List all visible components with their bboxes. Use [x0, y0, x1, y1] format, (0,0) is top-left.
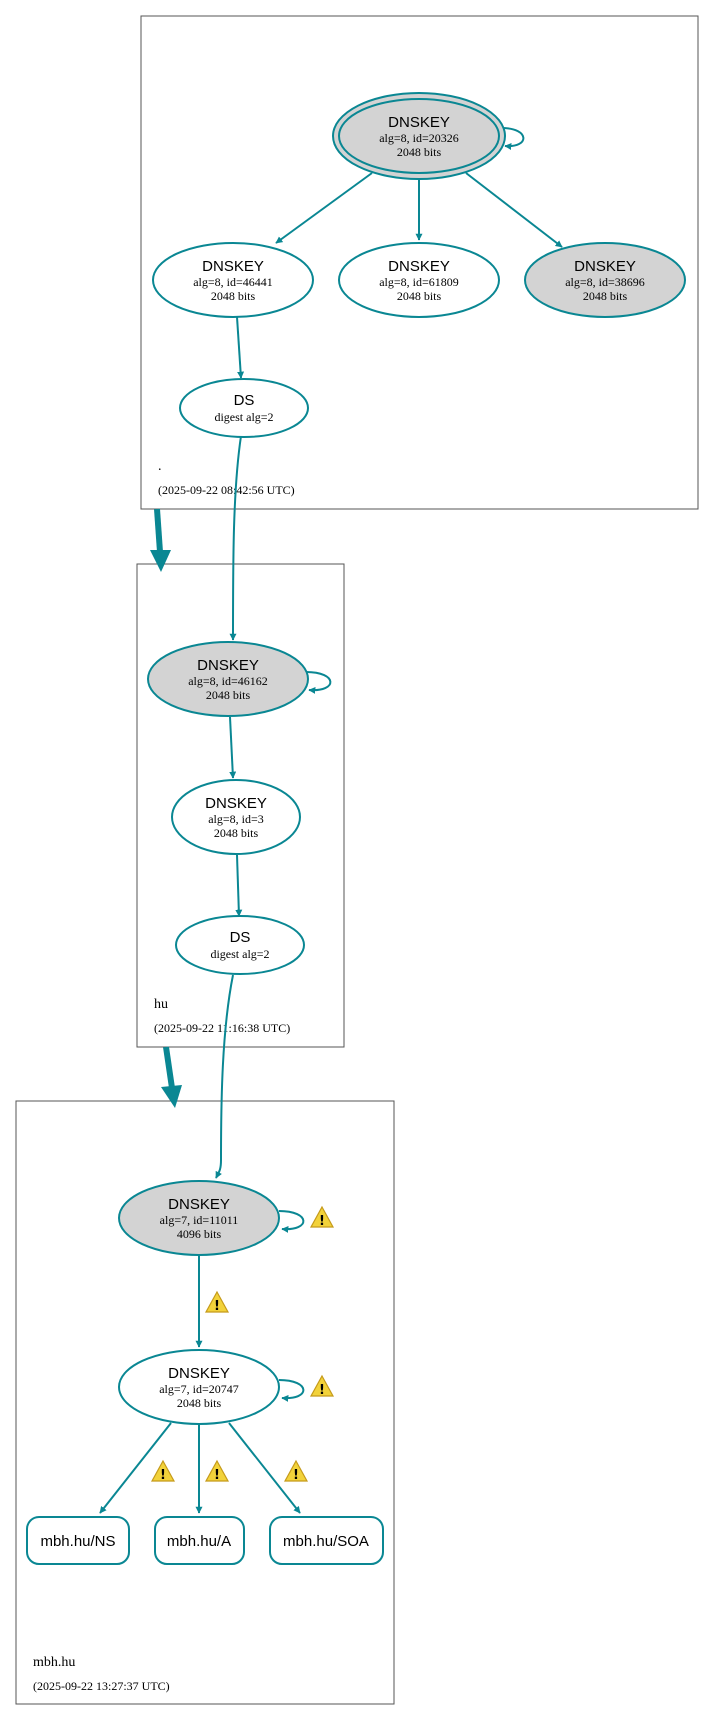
node-bits: 2048 bits [397, 289, 442, 303]
delegation-arrow-root-hu [150, 508, 171, 572]
zone-mbh-timestamp: (2025-09-22 13:27:37 UTC) [33, 1679, 170, 1693]
node-hu-ksk-46162[interactable]: DNSKEY alg=8, id=46162 2048 bits [147, 641, 309, 717]
node-detail: digest alg=2 [214, 410, 273, 424]
node-detail: alg=7, id=11011 [160, 1213, 239, 1227]
node-detail: alg=7, id=20747 [159, 1382, 239, 1396]
node-title: DNSKEY [388, 114, 450, 131]
rrset-mbh-hu-soa[interactable]: mbh.hu/SOA [269, 1516, 384, 1565]
node-title: DNSKEY [202, 258, 264, 275]
warning-icon[interactable] [205, 1460, 229, 1484]
node-bits: 2048 bits [206, 688, 251, 702]
node-mbh-dnskey-20747[interactable]: DNSKEY alg=7, id=20747 2048 bits [118, 1349, 280, 1425]
rrset-label: mbh.hu/A [167, 1533, 231, 1550]
node-detail: alg=8, id=38696 [565, 275, 645, 289]
node-detail: alg=8, id=61809 [379, 275, 459, 289]
zone-mbh-box [15, 1100, 395, 1705]
node-title: DNSKEY [205, 795, 267, 812]
zone-hu: hu (2025-09-22 11:16:38 UTC) [136, 563, 345, 1048]
node-hu-ds[interactable]: DS digest alg=2 [175, 915, 305, 975]
node-mbh-ksk-11011[interactable]: DNSKEY alg=7, id=11011 4096 bits [118, 1180, 280, 1256]
node-detail: alg=8, id=3 [208, 812, 264, 826]
zone-root-box [140, 15, 699, 510]
edge-hu-zsk-ds [235, 854, 243, 917]
zone-mbh: mbh.hu (2025-09-22 13:27:37 UTC) [15, 1100, 395, 1705]
node-bits: 4096 bits [177, 1227, 222, 1241]
zone-mbh-name: mbh.hu [33, 1655, 75, 1670]
edge-hu-ds-mbh-ksk [215, 974, 234, 1179]
edges [99, 127, 563, 1514]
edge-root-ksk-self [501, 127, 525, 150]
node-root-dnskey-46441[interactable]: DNSKEY alg=8, id=46441 2048 bits [152, 242, 314, 318]
node-title: DNSKEY [574, 258, 636, 275]
warning-icon[interactable] [284, 1460, 308, 1484]
edge-hu-ksk-zsk [229, 716, 237, 779]
edge-mbh-zsk-self [278, 1379, 305, 1402]
edge-root-ksk-zsk1 [275, 172, 373, 244]
rrset-mbh-hu-a[interactable]: mbh.hu/A [154, 1516, 245, 1565]
node-title: DS [230, 929, 251, 946]
delegation-arrow-hu-mbh [161, 1046, 182, 1108]
node-bits: 2048 bits [583, 289, 628, 303]
node-bits: 2048 bits [211, 289, 256, 303]
node-bits: 2048 bits [214, 826, 259, 840]
warning-icon[interactable] [310, 1206, 334, 1230]
warning-icon[interactable] [310, 1375, 334, 1399]
edge-mbh-zsk-soa [228, 1422, 301, 1514]
node-detail: alg=8, id=46162 [188, 674, 268, 688]
node-detail: digest alg=2 [210, 947, 269, 961]
edge-hu-ksk-self [305, 671, 332, 694]
node-hu-dnskey-3[interactable]: DNSKEY alg=8, id=3 2048 bits [171, 779, 301, 855]
node-title: DS [234, 392, 255, 409]
node-detail: alg=8, id=20326 [379, 131, 459, 145]
node-title: DNSKEY [197, 657, 259, 674]
zone-root-name: . [158, 459, 162, 474]
node-root-ksk-20326[interactable]: DNSKEY alg=8, id=20326 2048 bits [332, 92, 506, 180]
node-title: DNSKEY [388, 258, 450, 275]
edge-root-zsk1-ds [236, 316, 245, 379]
warning-icon[interactable] [151, 1460, 175, 1484]
node-title: DNSKEY [168, 1365, 230, 1382]
edge-mbh-zsk-ns [99, 1422, 172, 1514]
rrset-mbh-hu-ns[interactable]: mbh.hu/NS [26, 1516, 130, 1565]
node-root-ds[interactable]: DS digest alg=2 [179, 378, 309, 438]
zone-root: . (2025-09-22 08:42:56 UTC) [140, 15, 699, 510]
edge-root-ksk-ksk2 [465, 172, 563, 248]
edge-root-ds-hu-ksk [229, 435, 242, 641]
node-title: DNSKEY [168, 1196, 230, 1213]
zone-hu-name: hu [154, 997, 168, 1012]
rrset-label: mbh.hu/SOA [283, 1533, 369, 1550]
node-root-dnskey-38696[interactable]: DNSKEY alg=8, id=38696 2048 bits [524, 242, 686, 318]
node-bits: 2048 bits [177, 1396, 222, 1410]
zone-root-timestamp: (2025-09-22 08:42:56 UTC) [158, 483, 295, 497]
node-detail: alg=8, id=46441 [193, 275, 273, 289]
edge-mbh-ksk-self [278, 1210, 305, 1233]
node-root-dnskey-61809[interactable]: DNSKEY alg=8, id=61809 2048 bits [338, 242, 500, 318]
warning-icon[interactable] [205, 1291, 229, 1315]
node-bits: 2048 bits [397, 145, 442, 159]
zone-hu-timestamp: (2025-09-22 11:16:38 UTC) [154, 1021, 290, 1035]
zone-hu-box [136, 563, 345, 1048]
rrset-label: mbh.hu/NS [40, 1533, 115, 1550]
